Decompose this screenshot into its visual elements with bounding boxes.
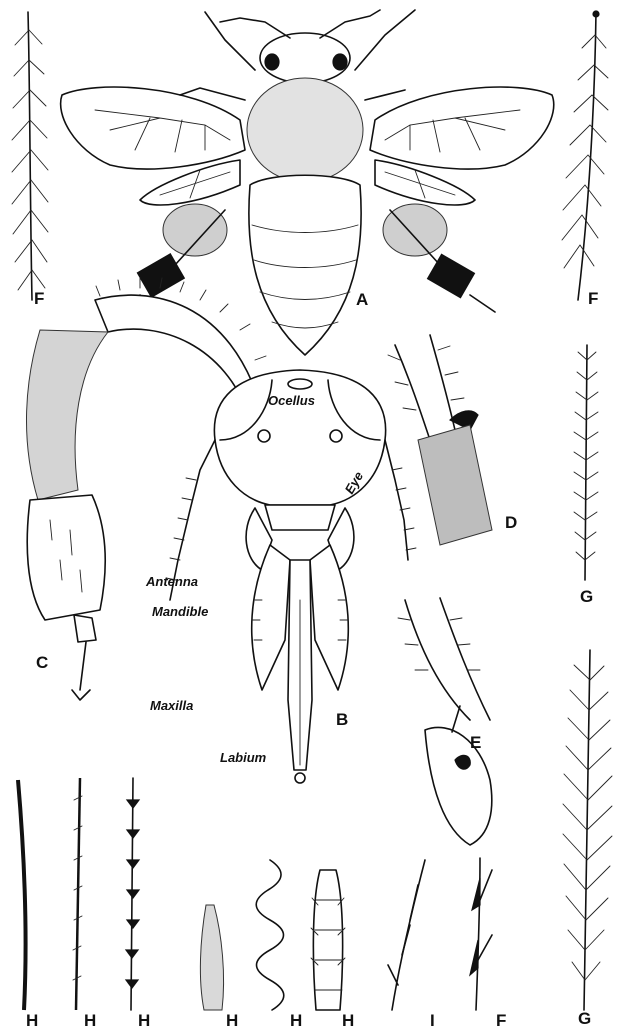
figure-h-hair-2: H bbox=[73, 778, 96, 1030]
label-i: I bbox=[430, 1011, 435, 1030]
label-c: C bbox=[36, 653, 48, 672]
label-d: D bbox=[505, 513, 517, 532]
label-f-left: F bbox=[34, 289, 44, 308]
figure-h-hair-4: H bbox=[200, 905, 238, 1030]
figure-b-head: B Ocellus Eye Antenna Mandible Maxilla L… bbox=[145, 370, 416, 783]
figure-e-leg-joint: E bbox=[398, 598, 492, 845]
figure-g-hair-lower: G bbox=[563, 650, 612, 1028]
label-h-4: H bbox=[226, 1011, 238, 1030]
label-h-3: H bbox=[138, 1011, 150, 1030]
figure-c-hind-leg: C bbox=[26, 278, 272, 700]
label-h-2: H bbox=[84, 1011, 96, 1030]
label-f-right: F bbox=[588, 289, 598, 308]
term-antenna: Antenna bbox=[145, 574, 198, 589]
label-h-5: H bbox=[290, 1011, 302, 1030]
label-g-lower: G bbox=[578, 1009, 591, 1028]
label-h-1: H bbox=[26, 1011, 38, 1030]
figure-d-leg-joint: D bbox=[388, 335, 517, 545]
term-labium: Labium bbox=[220, 750, 267, 765]
figure-f-hair-lower: F bbox=[470, 858, 506, 1030]
label-a: A bbox=[356, 290, 368, 309]
term-maxilla: Maxilla bbox=[150, 698, 193, 713]
term-ocellus: Ocellus bbox=[268, 393, 315, 408]
label-b: B bbox=[336, 710, 348, 729]
figure-h-hair-6: H bbox=[311, 870, 354, 1030]
figure-f-hair-left: F bbox=[12, 12, 48, 308]
figure-i-hair: I bbox=[388, 860, 435, 1030]
figure-f-hair-right: F bbox=[562, 11, 608, 308]
figure-h-hair-3: H bbox=[126, 778, 150, 1030]
label-f-lower: F bbox=[496, 1011, 506, 1030]
figure-g-hair-upper: G bbox=[574, 345, 598, 606]
term-mandible: Mandible bbox=[152, 604, 208, 619]
label-e: E bbox=[470, 733, 481, 752]
figure-h-hair-1: H bbox=[18, 780, 38, 1030]
label-h-6: H bbox=[342, 1011, 354, 1030]
label-g-upper: G bbox=[580, 587, 593, 606]
figure-h-hair-5: H bbox=[256, 860, 302, 1030]
